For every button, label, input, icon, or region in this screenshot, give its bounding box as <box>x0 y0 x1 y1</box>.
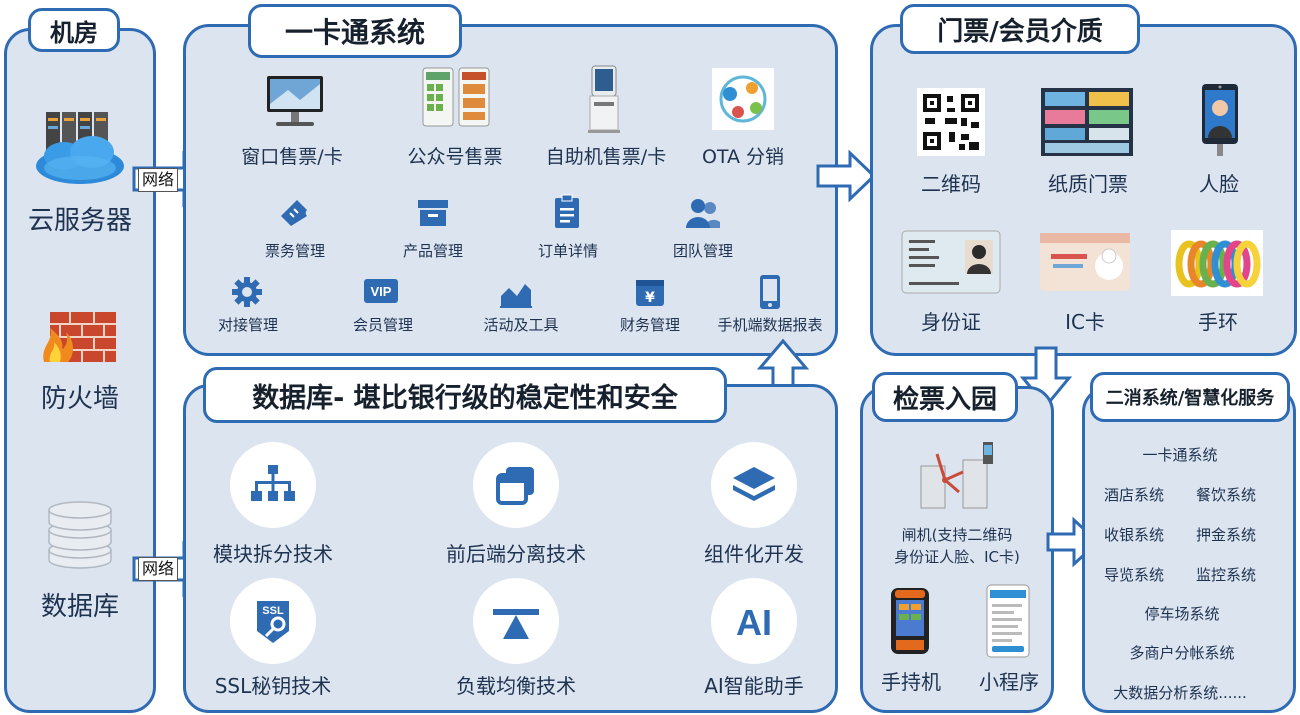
service-big-data: 大数据分析系统...... <box>1113 684 1247 702</box>
module-team-label: 团队管理 <box>672 242 734 260</box>
module-activity-label: 活动及工具 <box>483 316 559 334</box>
paper-ticket-icon <box>1041 88 1133 160</box>
channel-ota-label: OTA 分销 <box>701 146 785 168</box>
network-tag-top: 网络 <box>138 168 179 192</box>
services-title: 二消系统/智慧化服务 <box>1090 372 1290 422</box>
id-card-icon <box>901 230 1001 298</box>
mobile-report-icon <box>759 274 781 314</box>
media-paper-label: 纸质门票 <box>1048 172 1128 196</box>
module-integration-label: 对接管理 <box>217 316 279 334</box>
ssl-text: SSL <box>262 605 284 617</box>
service-dining: 餐饮系统 <box>1195 486 1257 504</box>
media-id-label: 身份证 <box>921 310 981 334</box>
service-guide: 导览系统 <box>1103 566 1165 584</box>
gate-label-line1: 闸机(支持二维码 <box>901 526 1013 544</box>
server-room-title: 机房 <box>28 8 120 52</box>
team-icon <box>684 196 722 234</box>
activity-chart-icon <box>499 278 533 312</box>
integration-gear-icon <box>231 276 263 312</box>
database-label: 数据库 <box>40 592 120 622</box>
tech-ssl-label: SSL秘钥技术 <box>214 674 332 698</box>
ticket-icon <box>277 196 311 234</box>
firewall-label: 防火墙 <box>40 384 120 414</box>
ssl-circle: SSL <box>230 578 316 664</box>
module-split-circle <box>230 442 316 528</box>
order-icon <box>552 194 582 234</box>
channel-kiosk-label: 自助机售票/卡 <box>545 146 667 168</box>
service-yikatong: 一卡通系统 <box>1142 446 1218 464</box>
flow-arrow-to-media <box>816 149 878 206</box>
product-icon <box>416 196 450 234</box>
turnstile-gate-icon <box>907 436 1007 518</box>
gate-label-line2: 身份证人脸、IC卡) <box>894 548 1020 566</box>
database-title: 数据库- 堪比银行级的稳定性和安全 <box>203 367 727 423</box>
yen-text: ¥ <box>645 290 655 306</box>
service-deposit: 押金系统 <box>1195 526 1257 544</box>
cloud-server-label: 云服务器 <box>27 206 133 236</box>
service-multi-merchant: 多商户分帐系统 <box>1129 644 1235 662</box>
window-ticket-icon <box>264 74 326 134</box>
frontend-backend-circle <box>473 442 559 528</box>
cloud-server-icon <box>32 108 128 194</box>
module-finance-label: 财务管理 <box>619 316 681 334</box>
component-circle <box>711 442 797 528</box>
tech-module-split-label: 模块拆分技术 <box>213 542 333 566</box>
ssl-key-icon: SSL <box>257 601 289 643</box>
ic-card-icon <box>1039 232 1131 296</box>
firewall-icon <box>40 306 120 370</box>
mini-program-label: 小程序 <box>979 670 1039 694</box>
ai-icon: AI <box>736 602 772 641</box>
kiosk-icon <box>584 64 624 138</box>
ota-icon <box>712 68 774 134</box>
media-face-label: 人脸 <box>1199 172 1239 196</box>
media-title: 门票/会员介质 <box>900 4 1140 54</box>
checkin-panel <box>860 386 1054 713</box>
vip-icon: VIP <box>363 278 399 308</box>
tech-ai-label: AI智能助手 <box>704 674 804 698</box>
module-product-label: 产品管理 <box>402 242 464 260</box>
database-icon <box>43 498 117 574</box>
module-member-label: 会员管理 <box>352 316 414 334</box>
service-parking: 停车场系统 <box>1144 605 1220 623</box>
tech-frontend-backend-label: 前后端分离技术 <box>446 542 586 566</box>
hierarchy-icon <box>251 465 295 501</box>
module-mobile-report-label: 手机端数据报表 <box>717 316 823 334</box>
channel-wechat-label: 公众号售票 <box>407 146 503 168</box>
face-recognition-icon <box>1200 82 1240 166</box>
service-monitor: 监控系统 <box>1195 566 1257 584</box>
handheld-label: 手持机 <box>881 670 941 694</box>
media-qrcode-label: 二维码 <box>921 172 981 196</box>
wechat-ticket-icon <box>421 66 491 132</box>
load-balance-circle <box>473 578 559 664</box>
qrcode-icon <box>917 88 985 160</box>
module-ticket-label: 票务管理 <box>264 242 326 260</box>
service-cashier: 收银系统 <box>1103 526 1165 544</box>
network-tag-bottom: 网络 <box>138 557 179 581</box>
media-wristband-label: 手环 <box>1198 310 1238 334</box>
vip-text: VIP <box>371 284 392 299</box>
layers-icon <box>733 467 775 501</box>
tech-component-label: 组件化开发 <box>704 542 804 566</box>
checkin-title: 检票入园 <box>872 372 1018 422</box>
handheld-device-icon <box>889 586 931 660</box>
mini-program-icon <box>986 584 1030 662</box>
yikatong-title: 一卡通系统 <box>248 4 462 58</box>
media-ic-label: IC卡 <box>1065 310 1105 334</box>
services-panel <box>1082 386 1296 713</box>
ai-circle: AI <box>711 578 797 664</box>
finance-icon: ¥ <box>634 276 666 312</box>
ai-text: AI <box>736 602 772 641</box>
balance-icon <box>493 609 539 639</box>
tech-load-balance-label: 负载均衡技术 <box>456 674 576 698</box>
module-order-label: 订单详情 <box>537 242 599 260</box>
service-hotel: 酒店系统 <box>1103 486 1165 504</box>
wristband-icon <box>1171 230 1263 300</box>
channel-window-label: 窗口售票/卡 <box>241 146 343 168</box>
windows-icon <box>496 467 534 505</box>
